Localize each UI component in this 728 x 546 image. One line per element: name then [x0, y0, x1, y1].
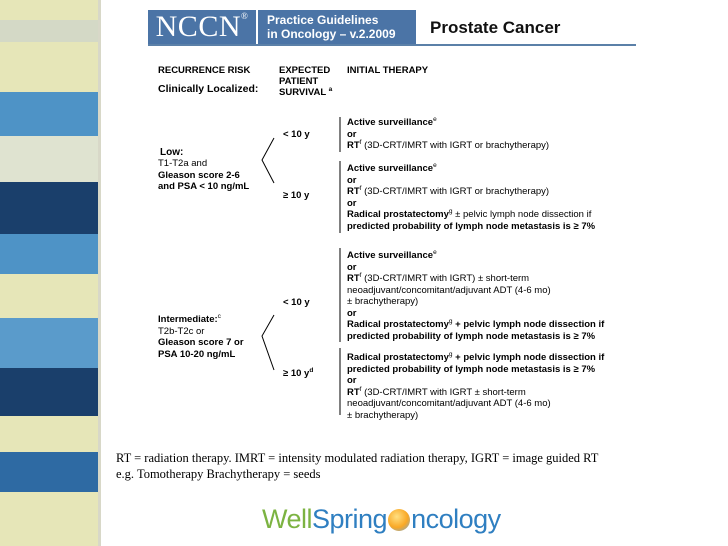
column-heading-recurrence-risk: RECURRENCE RISK — [158, 65, 251, 76]
column-heading-survival: EXPECTED PATIENT SURVIVAL a — [279, 65, 333, 98]
low-branch-over-10: ≥ 10 y — [283, 190, 310, 201]
int-branch-under-10: < 10 y — [283, 297, 310, 308]
abbreviation-caption: RT = radiation therapy. IMRT = intensity… — [116, 451, 599, 481]
low-risk-label: Low: — [160, 147, 184, 158]
guidelines-version: Practice Guidelines in Oncology – v.2.20… — [258, 10, 416, 44]
low-branch-up — [261, 137, 275, 184]
int-therapy-over-10: Radical prostatectomyg + pelvic lymph no… — [347, 350, 605, 421]
decorative-left-strip — [0, 0, 101, 546]
column-heading-initial-therapy: INITIAL THERAPY — [347, 65, 429, 76]
nccn-header: NCCN® Practice Guidelines in Oncology – … — [148, 10, 636, 46]
intermediate-risk-criteria: Intermediate:c T2b-T2c or Gleason score … — [158, 312, 244, 360]
low-risk-criteria: T1-T2a and Gleason score 2-6 and PSA < 1… — [158, 158, 250, 192]
low-therapy-under-10: Active surveillancee or RTf (3D-CRT/IMRT… — [347, 115, 550, 151]
int-therapy-under-10: Active surveillancee or RTf (3D-CRT/IMRT… — [347, 248, 605, 342]
low-branch-under-10: < 10 y — [283, 129, 310, 140]
clinically-localized-label: Clinically Localized: — [158, 83, 259, 95]
low-therapy-over-10: Active surveillancee or RTf (3D-CRT/IMRT… — [347, 161, 596, 232]
document-title: Prostate Cancer — [430, 18, 561, 37]
int-branch — [261, 314, 275, 371]
int-branch-over-10: ≥ 10 yd — [283, 366, 314, 379]
nccn-logo: NCCN® — [148, 10, 256, 44]
intermediate-risk-label: Intermediate: — [158, 314, 218, 325]
sun-globe-icon — [388, 509, 411, 531]
